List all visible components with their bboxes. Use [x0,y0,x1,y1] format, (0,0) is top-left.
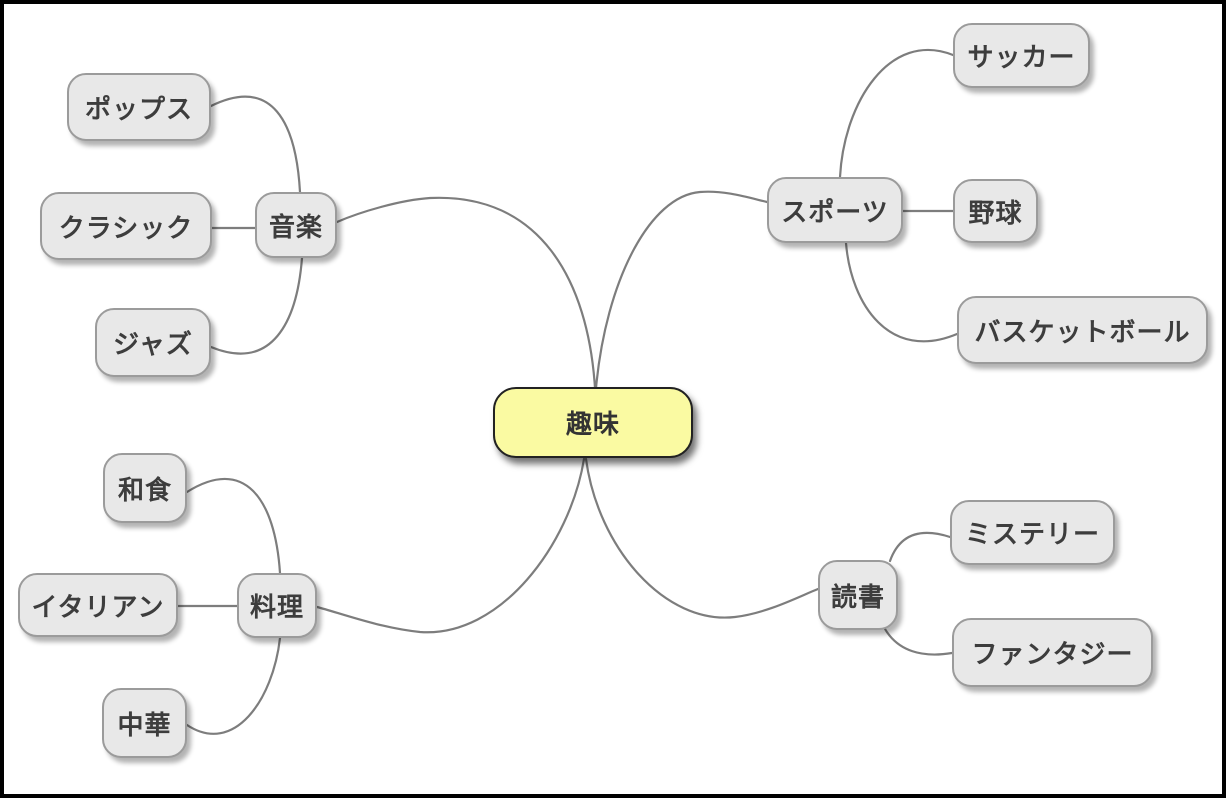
edge-sports-basketball [844,241,959,343]
node-reading[interactable]: 読書 [818,560,898,630]
edge-root-music [335,196,597,390]
node-fantasy[interactable]: ファンタジー [952,618,1153,687]
node-sports[interactable]: スポーツ [767,177,903,243]
node-root[interactable]: 趣味 [493,387,693,458]
node-mystery[interactable]: ミステリー [950,500,1115,565]
edge-music-pops [209,95,302,194]
edge-reading-fantasy [883,627,954,656]
node-italian[interactable]: イタリアン [18,573,178,637]
edge-sports-soccer [838,48,955,179]
edge-reading-mystery [888,531,952,563]
node-music[interactable]: 音楽 [255,192,337,258]
edge-root-sports [594,190,769,390]
node-baseball[interactable]: 野球 [953,179,1038,243]
node-classic[interactable]: クラシック [40,192,212,260]
edge-music-jazz [209,256,304,355]
edge-cooking-chinese [185,636,282,735]
node-cooking[interactable]: 料理 [237,573,317,638]
node-jazz[interactable]: ジャズ [95,308,211,377]
node-pops[interactable]: ポップス [67,73,211,141]
edge-root-reading [584,457,820,619]
node-chinese[interactable]: 中華 [102,688,187,758]
node-soccer[interactable]: サッカー [953,23,1090,88]
node-basketball[interactable]: バスケットボール [957,296,1208,364]
edge-cooking-washoku [185,478,282,575]
node-washoku[interactable]: 和食 [103,453,187,523]
edge-root-cooking [315,457,586,634]
